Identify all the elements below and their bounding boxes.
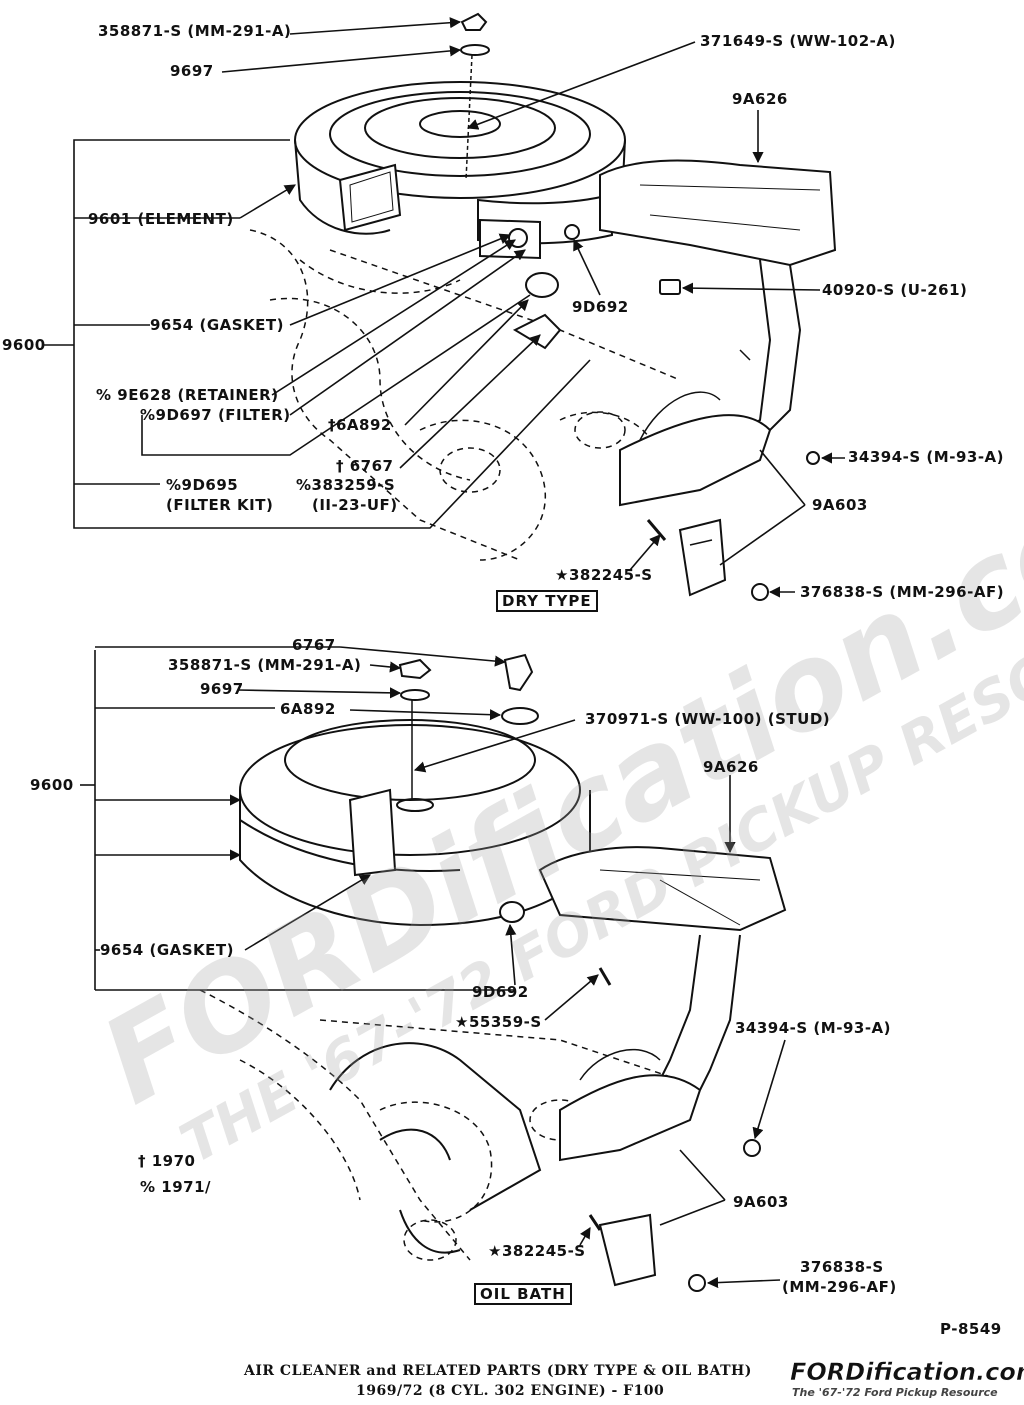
- dry-label-kit: %9D695: [166, 476, 239, 494]
- dry-label-element: 9601 (ELEMENT): [88, 210, 234, 228]
- dry-leader-lines: [44, 17, 845, 598]
- dry-label-grommet: 9D692: [572, 298, 629, 316]
- dry-label-duct: 9A626: [732, 90, 788, 108]
- oil-label-elbow: 6767: [292, 636, 336, 654]
- oil-snorkel-duct: [538, 846, 787, 1091]
- note-dagger: † 1970: [138, 1152, 196, 1170]
- oil-label-stud: 370971-S (WW-100) (STUD): [585, 710, 831, 728]
- dry-label-elbow: † 6767: [336, 457, 394, 475]
- oil-label-gasket: 9654 (GASKET): [100, 941, 235, 959]
- oil-label-washer: 9697: [200, 680, 244, 698]
- dry-label-wingnut: 358871-S (MM-291-A): [98, 22, 292, 40]
- oil-bath-drawing: [199, 653, 787, 1292]
- dry-air-cleaner-housing: [294, 81, 626, 260]
- dry-label-kit-desc: (FILTER KIT): [166, 496, 274, 514]
- dry-label-valve: †6A892: [328, 416, 392, 434]
- dry-label-bracket: 9A603: [812, 496, 868, 514]
- dry-label-clamp: %383259-S: [296, 476, 396, 494]
- oil-label-nut2: 376838-S: [800, 1258, 884, 1276]
- brand-name: FORDification.com: [790, 1358, 1024, 1387]
- note-percent: % 1971/: [140, 1178, 211, 1196]
- dry-section-label: DRY TYPE: [496, 590, 598, 612]
- caption-line-2: 1969/72 (8 CYL. 302 ENGINE) - F100: [356, 1383, 665, 1399]
- dry-label-retainer: % 9E628 (RETAINER): [96, 386, 279, 404]
- oil-label-valve: 6A892: [280, 700, 336, 718]
- dry-label-stud: 371649-S (WW-102-A): [700, 32, 896, 50]
- dry-label-bolt: 40920-S (U-261): [822, 281, 968, 299]
- oil-air-cleaner-housing: [239, 700, 591, 927]
- dry-label-screw: ★382245-S: [555, 566, 653, 584]
- caption-line-1: AIR CLEANER and RELATED PARTS (DRY TYPE …: [244, 1363, 752, 1379]
- dry-label-nut2: 376838-S (MM-296-AF): [800, 583, 1005, 601]
- dry-label-filter: %9D697 (FILTER): [140, 406, 291, 424]
- dry-label-clamp-code: (II-23-UF): [312, 496, 398, 514]
- dry-label-washer: 9697: [170, 62, 214, 80]
- oil-label-nut2-code: (MM-296-AF): [782, 1278, 897, 1296]
- oil-small-parts: [398, 653, 761, 1292]
- oil-heat-shroud: [559, 1048, 702, 1287]
- dry-label-assembly: 9600: [2, 336, 46, 354]
- figure-number: P-8549: [940, 1320, 1002, 1338]
- dry-type-drawing: [249, 12, 837, 601]
- brand-tagline: The '67-'72 Ford Pickup Resource: [792, 1386, 998, 1399]
- oil-label-duct: 9A626: [703, 758, 759, 776]
- oil-label-bracket: 9A603: [733, 1193, 789, 1211]
- dry-label-nut: 34394-S (M-93-A): [848, 448, 1005, 466]
- dry-heat-shroud: [619, 391, 772, 597]
- dry-snorkel-duct: [599, 159, 837, 441]
- oil-label-wingnut: 358871-S (MM-291-A): [168, 656, 362, 674]
- dry-label-gasket: 9654 (GASKET): [150, 316, 285, 334]
- oil-label-bolt: ★55359-S: [455, 1013, 542, 1031]
- oil-leader-lines: [80, 646, 786, 1289]
- oil-label-screw: ★382245-S: [488, 1242, 586, 1260]
- oil-engine-block: [329, 1042, 542, 1254]
- oil-label-grommet: 9D692: [472, 983, 529, 1001]
- oil-label-assembly: 9600: [30, 776, 74, 794]
- oil-label-nut: 34394-S (M-93-A): [735, 1019, 892, 1037]
- dry-small-parts: [460, 12, 820, 601]
- oil-section-label: OIL BATH: [474, 1283, 572, 1305]
